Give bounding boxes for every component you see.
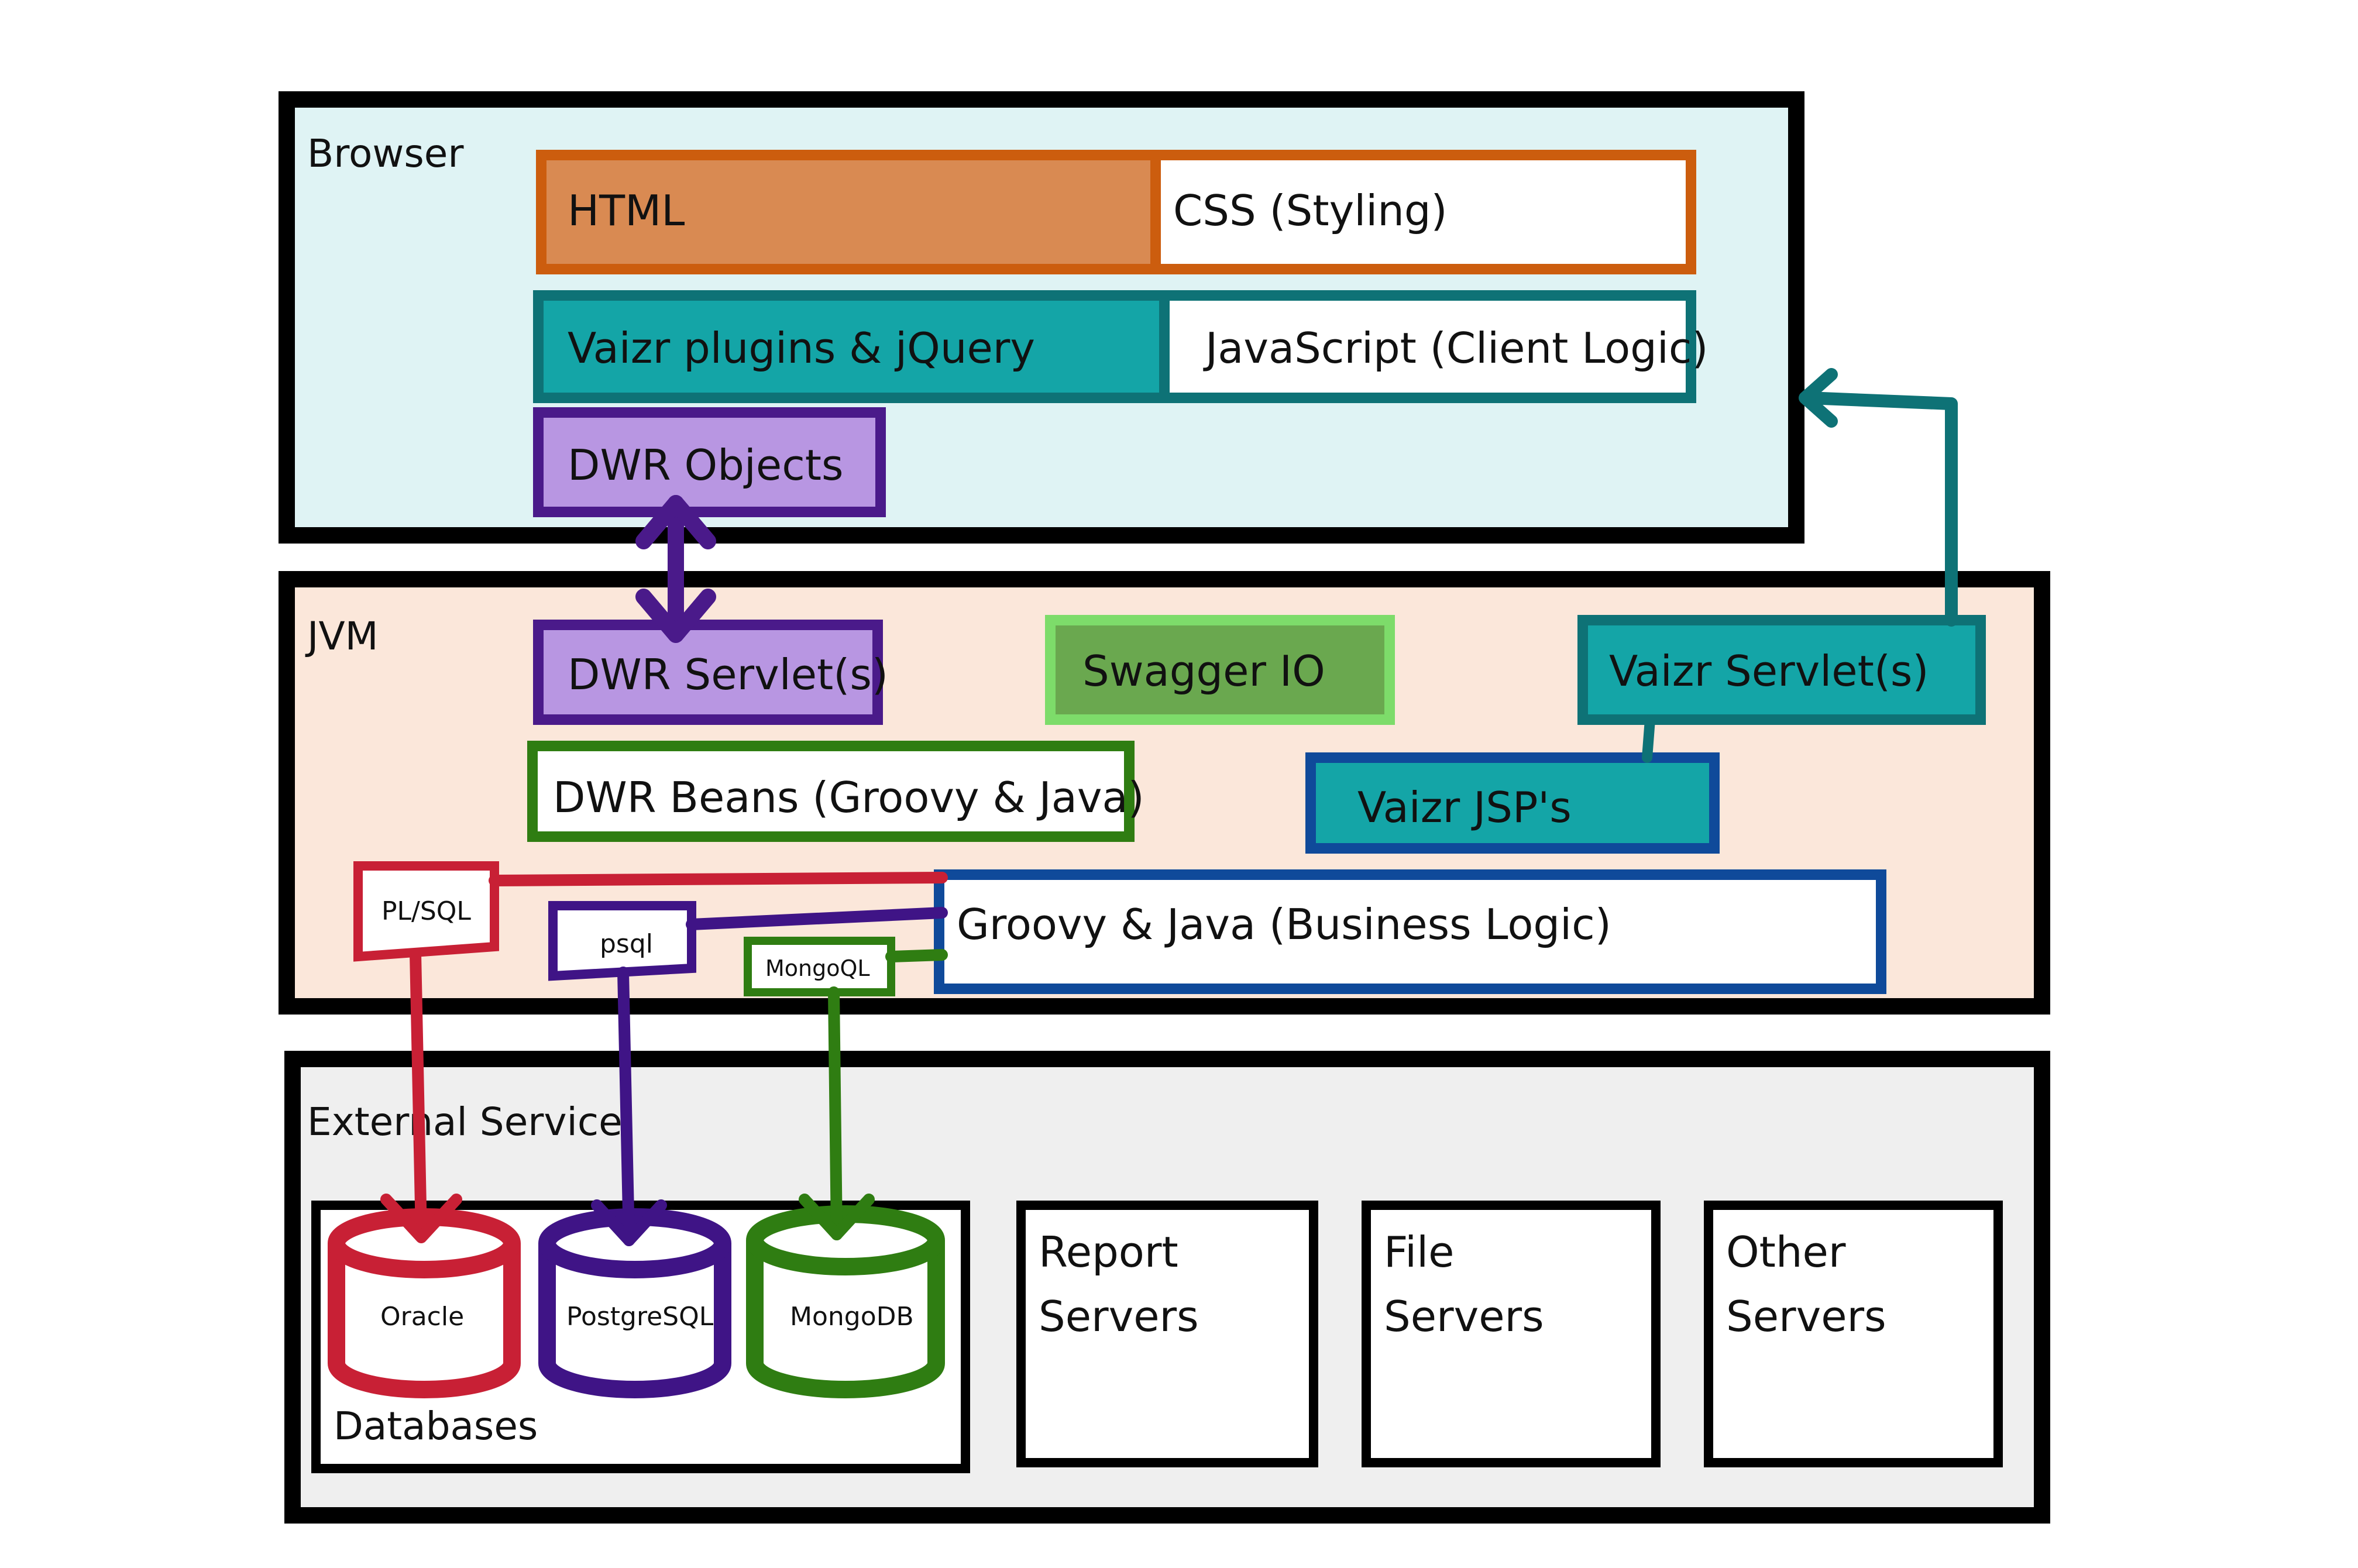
css-label: CSS (Styling)	[1173, 186, 1448, 235]
svg-text:MongoDB: MongoDB	[790, 1302, 914, 1332]
psql-tag: psql	[548, 901, 696, 981]
svg-text:File: File	[1384, 1227, 1454, 1277]
svg-text:Servers: Servers	[1726, 1292, 1886, 1341]
business-logic-box	[934, 869, 1886, 994]
html-css-row: HTML CSS (Styling)	[536, 150, 1696, 274]
dwr-beans-label: DWR Beans (Groovy & Java)	[553, 773, 1144, 822]
svg-text:Oracle: Oracle	[380, 1302, 464, 1332]
vaizr-servlets-label: Vaizr Servlet(s)	[1609, 647, 1929, 696]
external-layer-label: External Service	[307, 1099, 623, 1144]
plsql-tag: PL/SQL	[353, 861, 499, 962]
dwr-servlets-label: DWR Servlet(s)	[568, 650, 888, 699]
svg-text:Servers: Servers	[1384, 1292, 1544, 1341]
svg-text:psql: psql	[600, 929, 653, 959]
file-servers-box: File Servers	[1362, 1201, 1661, 1467]
oracle-db: Oracle	[328, 1208, 521, 1398]
javascript-box	[1159, 290, 1696, 403]
svg-text:MongoQL: MongoQL	[765, 955, 870, 981]
mongodb-db: MongoDB	[746, 1205, 945, 1398]
vaizr-servlets-box	[1577, 615, 1986, 725]
vaizr-plugins-label: Vaizr plugins & jQuery	[568, 324, 1035, 373]
vaizr-jsps-box	[1305, 752, 1720, 854]
css-box	[1150, 150, 1696, 274]
svg-text:Other: Other	[1726, 1227, 1846, 1277]
psql-connector	[591, 907, 948, 1246]
databases-label: Databases	[334, 1404, 538, 1449]
svg-text:Report: Report	[1039, 1227, 1178, 1277]
dwr-servlets-box	[533, 620, 883, 725]
browser-layer-label: Browser	[307, 131, 464, 176]
mongoql-connector	[799, 949, 948, 1240]
jvm-layer-label: JVM	[305, 614, 379, 659]
svg-text:Servers: Servers	[1039, 1292, 1199, 1341]
dwr-objects-box	[533, 407, 886, 517]
html-label: HTML	[568, 186, 685, 235]
other-servers-box: Other Servers	[1704, 1201, 2003, 1467]
swagger-box	[1045, 615, 1395, 725]
dwr-beans-box	[527, 741, 1135, 842]
js-row: Vaizr plugins & jQuery JavaScript (Clien…	[533, 290, 1709, 403]
vaizr-jsps-label: Vaizr JSP's	[1357, 783, 1572, 832]
business-logic-label: Groovy & Java (Business Logic)	[957, 900, 1611, 949]
svg-text:PL/SQL: PL/SQL	[381, 896, 471, 926]
dwr-objects-label: DWR Objects	[568, 441, 844, 490]
mongoql-tag: MongoQL	[744, 937, 895, 996]
postgresql-db: PostgreSQL	[538, 1208, 731, 1398]
dwr-double-arrow	[635, 495, 716, 643]
javascript-label: JavaScript (Client Logic)	[1203, 324, 1709, 373]
report-servers-box: Report Servers	[1016, 1201, 1318, 1467]
swagger-label: Swagger IO	[1082, 647, 1325, 696]
plsql-connector	[380, 872, 948, 1243]
svg-text:PostgreSQL: PostgreSQL	[566, 1302, 714, 1332]
vaizr-to-browser-arrow	[1799, 368, 1958, 627]
vaizr-servlet-jsp-connector	[1642, 714, 1655, 763]
